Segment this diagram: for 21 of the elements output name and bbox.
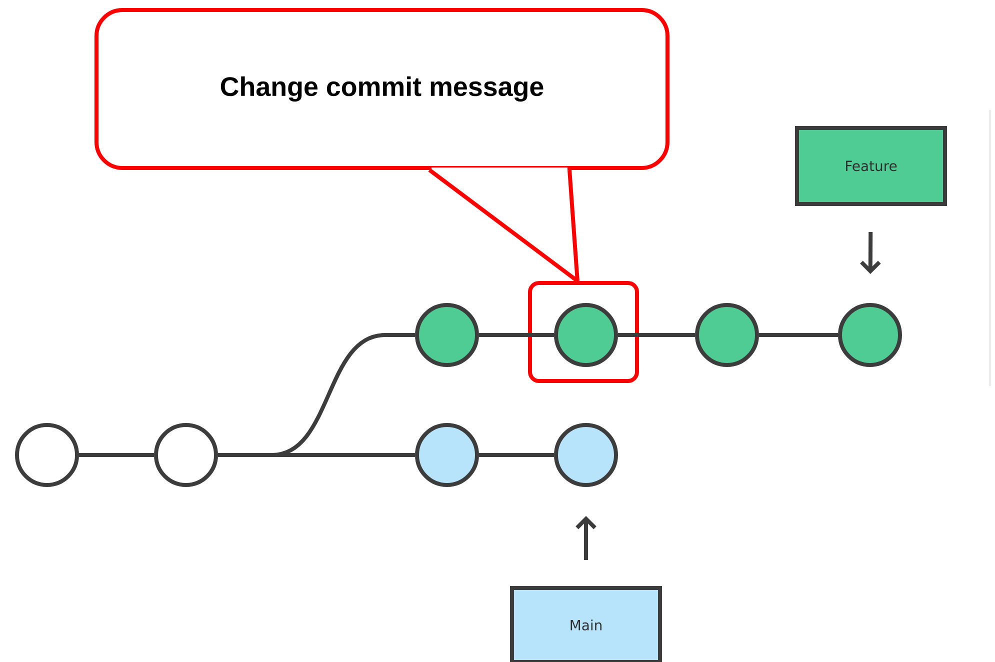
commit-circle	[554, 303, 618, 367]
arrow	[860, 232, 881, 274]
commit-circle	[154, 423, 218, 487]
arrow	[576, 516, 596, 560]
branch-line	[79, 453, 154, 457]
highlight-box	[528, 281, 639, 383]
branch-label: Main	[510, 586, 662, 662]
callout-tail	[428, 168, 580, 283]
commit-circle	[15, 423, 79, 487]
branch-line	[759, 333, 838, 337]
commit-circle	[695, 303, 759, 367]
callout-bubble: Change commit message	[94, 8, 670, 172]
commit-circle	[415, 423, 479, 487]
commit-circle	[415, 303, 479, 367]
branch-line	[479, 453, 554, 457]
branch-line	[618, 333, 695, 337]
branch-line	[479, 333, 554, 337]
branch-label: Feature	[795, 126, 947, 206]
commit-circle	[838, 303, 902, 367]
commit-circle	[554, 423, 618, 487]
branch-line	[218, 453, 415, 457]
